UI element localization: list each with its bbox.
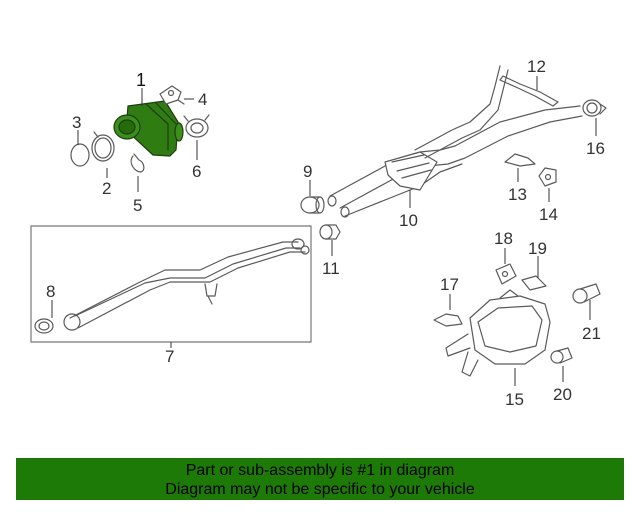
callout-8[interactable]: 8 xyxy=(46,282,55,301)
info-banner: Part or sub-assembly is #1 in diagram Di… xyxy=(16,458,624,500)
callout-12[interactable]: 12 xyxy=(527,57,546,76)
center-muffler-part-10[interactable] xyxy=(327,65,583,218)
catalytic-converter-part[interactable] xyxy=(113,100,184,157)
callout-19[interactable]: 19 xyxy=(528,239,547,258)
rear-muffler-part-15[interactable] xyxy=(445,289,551,377)
rubber-mount-part-14[interactable] xyxy=(538,167,557,187)
callout-16[interactable]: 16 xyxy=(586,139,605,158)
callout-2[interactable]: 2 xyxy=(102,179,111,198)
bracket-part-4[interactable] xyxy=(159,85,185,105)
exhaust-system-diagram: 1 2 3 4 5 6 7 8 9 10 11 12 13 14 15 16 1… xyxy=(30,57,607,409)
callout-20[interactable]: 20 xyxy=(553,385,572,404)
callout-14[interactable]: 14 xyxy=(539,205,558,224)
callout-1[interactable]: 1 xyxy=(136,70,146,90)
banner-line-1: Part or sub-assembly is #1 in diagram xyxy=(185,462,455,479)
tailpipe-tip-part-21[interactable] xyxy=(572,283,601,304)
rubber-mount-part-18[interactable] xyxy=(495,263,517,285)
callout-11[interactable]: 11 xyxy=(322,259,340,278)
bracket-part-19[interactable] xyxy=(521,275,547,291)
callout-5[interactable]: 5 xyxy=(133,196,142,215)
banner-line-2: Diagram may not be specific to your vehi… xyxy=(165,481,475,498)
heat-shield-part-12[interactable] xyxy=(499,75,559,107)
intermediate-pipe-part-7[interactable] xyxy=(63,238,310,331)
clamp-part-16[interactable] xyxy=(582,99,607,117)
sleeve-part-11[interactable] xyxy=(319,224,341,240)
callout-18[interactable]: 18 xyxy=(494,229,513,248)
gasket-part-3[interactable] xyxy=(70,143,90,167)
ring-clamp-part-2[interactable] xyxy=(91,131,115,162)
callout-3[interactable]: 3 xyxy=(72,113,81,132)
intermediate-pipe-group-box xyxy=(30,225,312,343)
callout-10[interactable]: 10 xyxy=(399,211,418,230)
callout-15[interactable]: 15 xyxy=(505,390,524,409)
tailpipe-tip-part-20[interactable] xyxy=(550,347,573,364)
hanger-part-17[interactable] xyxy=(433,313,463,327)
clamp-part-6[interactable] xyxy=(183,114,210,138)
callout-21[interactable]: 21 xyxy=(582,324,601,343)
callout-7[interactable]: 7 xyxy=(165,347,174,366)
hanger-part-5[interactable] xyxy=(130,153,145,173)
callout-17[interactable]: 17 xyxy=(440,275,459,294)
clamp-part-8[interactable] xyxy=(34,318,54,334)
rubber-mount-part-9[interactable] xyxy=(300,196,325,214)
hanger-bracket-part-13[interactable] xyxy=(504,153,536,167)
callout-6[interactable]: 6 xyxy=(192,162,201,181)
callout-13[interactable]: 13 xyxy=(508,185,527,204)
callout-4[interactable]: 4 xyxy=(198,90,207,109)
callout-9[interactable]: 9 xyxy=(303,162,312,181)
